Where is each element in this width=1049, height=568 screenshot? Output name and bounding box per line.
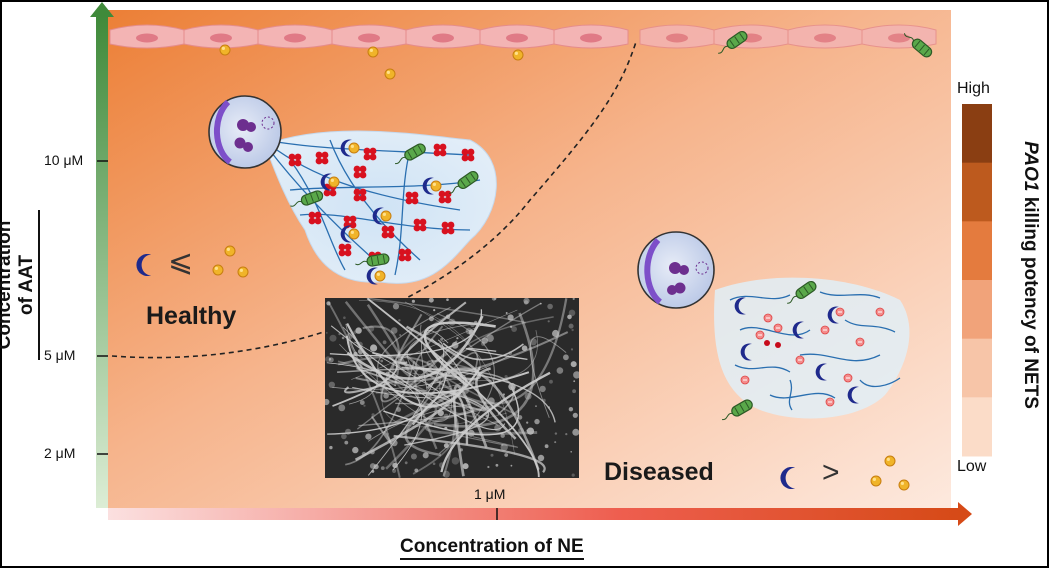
healthy-neutrophil <box>208 95 282 169</box>
diseased-label: Diseased <box>604 458 714 486</box>
healthy-relation-symbol: ⩽ <box>168 245 194 278</box>
colorbar-segment <box>962 280 992 340</box>
y-tick-label-2: 2 μM <box>44 445 76 461</box>
diseased-net <box>714 277 910 419</box>
colorbar-high-label: High <box>957 80 990 97</box>
colorbar-segment <box>962 397 992 457</box>
colorbar-label-organism: PAO1 <box>1020 141 1041 192</box>
y-tick-label-5: 5 μM <box>44 347 76 363</box>
colorbar-label-rest: killing potency of NETS <box>1020 191 1041 409</box>
aat-axis-bar <box>96 16 108 508</box>
colorbar-low-label: Low <box>957 458 987 475</box>
colorbar-segment <box>962 162 992 222</box>
colorbar-segment <box>962 104 992 164</box>
y-axis-label: Concentration of AAT <box>0 210 40 360</box>
diseased-neutrophil <box>637 231 715 309</box>
colorbar-label: PAO1 killing potency of NETS <box>1019 125 1041 425</box>
x-tick-label-1: 1 μM <box>474 486 506 502</box>
boundary-curve <box>111 41 637 359</box>
y-tick-label-10: 10 μM <box>44 152 84 168</box>
sem-micrograph <box>325 298 579 478</box>
ne-axis-bar <box>108 508 960 520</box>
diseased-relation-symbol: > <box>822 456 840 489</box>
colorbar-segment <box>962 338 992 398</box>
aat-axis-arrow <box>90 2 114 17</box>
x-axis-label: Concentration of NE <box>400 536 584 560</box>
diseased-net-proteins <box>740 307 885 407</box>
ne-axis-arrow <box>958 502 972 526</box>
healthy-label: Healthy <box>146 302 237 330</box>
potency-colorbar <box>962 104 992 457</box>
colorbar-segment <box>962 221 992 281</box>
